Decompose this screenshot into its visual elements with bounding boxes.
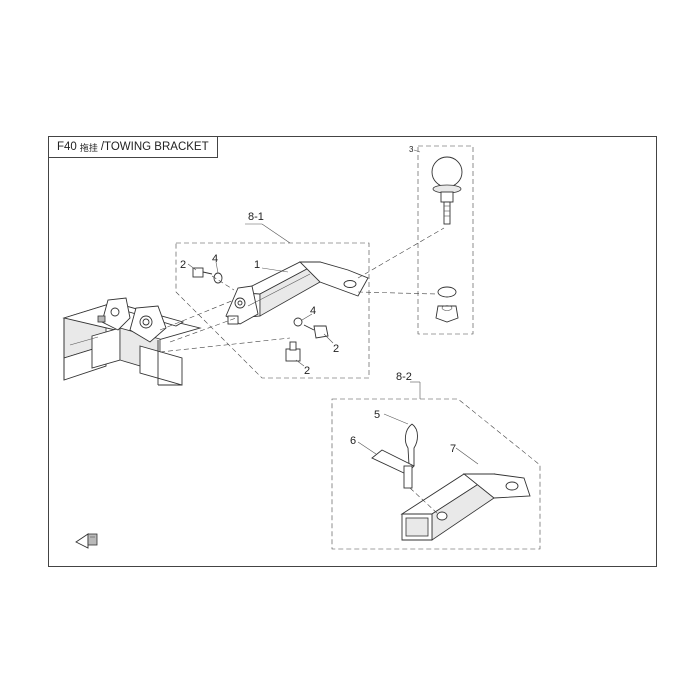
callout-leader-2a — [187, 263, 197, 271]
callout-leader-1 — [261, 267, 289, 273]
vehicle-frame-rail — [62, 301, 202, 386]
assembly-line-bolt-upper — [211, 275, 235, 291]
front-direction-icon — [75, 533, 98, 549]
receiver-bar-part-7 — [400, 473, 531, 541]
callout-leader-2c — [295, 359, 305, 367]
group-box-3 — [417, 145, 474, 335]
group-box-8-1 — [175, 242, 370, 379]
frame-mount-plate-right — [129, 305, 167, 343]
callout-2b: 2 — [333, 343, 339, 355]
bolt-2b — [303, 324, 329, 339]
callout-leader-4a — [215, 261, 219, 274]
callout-leader-4b — [301, 313, 313, 321]
callout-4b: 4 — [310, 305, 316, 317]
assembly-line-frame-middle — [169, 317, 237, 343]
callout-6: 6 — [350, 435, 356, 447]
callout-leader-5 — [383, 413, 409, 425]
callout-2a: 2 — [180, 259, 186, 271]
callout-3: 3 — [409, 145, 414, 154]
assembly-line-hole-to-nut — [357, 291, 437, 295]
hitch-ball-part-3 — [431, 156, 463, 225]
washer-4b — [293, 317, 303, 327]
callout-4a: 4 — [212, 253, 218, 265]
lock-washer — [437, 286, 457, 298]
bolt-2a — [192, 267, 213, 278]
figure-code: F40 — [57, 141, 77, 153]
group-box-8-2 — [331, 398, 541, 550]
callout-2c: 2 — [304, 365, 310, 377]
assembly-line-plate-upper — [159, 299, 235, 331]
title-box: F40 拖挂 /TOWING BRACKET — [48, 136, 218, 158]
callout-7: 7 — [450, 443, 456, 455]
drawing-frame — [48, 136, 657, 567]
title-chinese: 拖挂 — [79, 142, 98, 153]
callout-leader-7 — [455, 447, 479, 465]
tow-bracket-part-1 — [225, 261, 369, 325]
group-label-8-2: 8-2 — [396, 371, 412, 383]
group-label-8-1: 8-1 — [248, 211, 264, 223]
callout-leader-3 — [413, 149, 421, 153]
assembly-line-plate-lower — [159, 337, 291, 353]
assembly-line-bracket-to-ball — [357, 227, 445, 279]
hitch-pin-clip-part-5 — [404, 423, 418, 483]
group-8-1-bracket-b — [261, 223, 291, 244]
title-english: /TOWING BRACKET — [100, 141, 209, 153]
callout-leader-6 — [357, 441, 377, 455]
hitch-pin-part-6 — [371, 449, 415, 489]
bolt-2c — [285, 341, 301, 362]
callout-leader-2b — [323, 333, 334, 344]
hitch-ball-nut — [435, 305, 459, 323]
callout-5: 5 — [374, 409, 380, 421]
frame-mount-plate-left — [97, 297, 131, 331]
callout-1: 1 — [254, 259, 260, 271]
nut-center — [227, 315, 239, 325]
assembly-line-pin — [409, 487, 439, 515]
